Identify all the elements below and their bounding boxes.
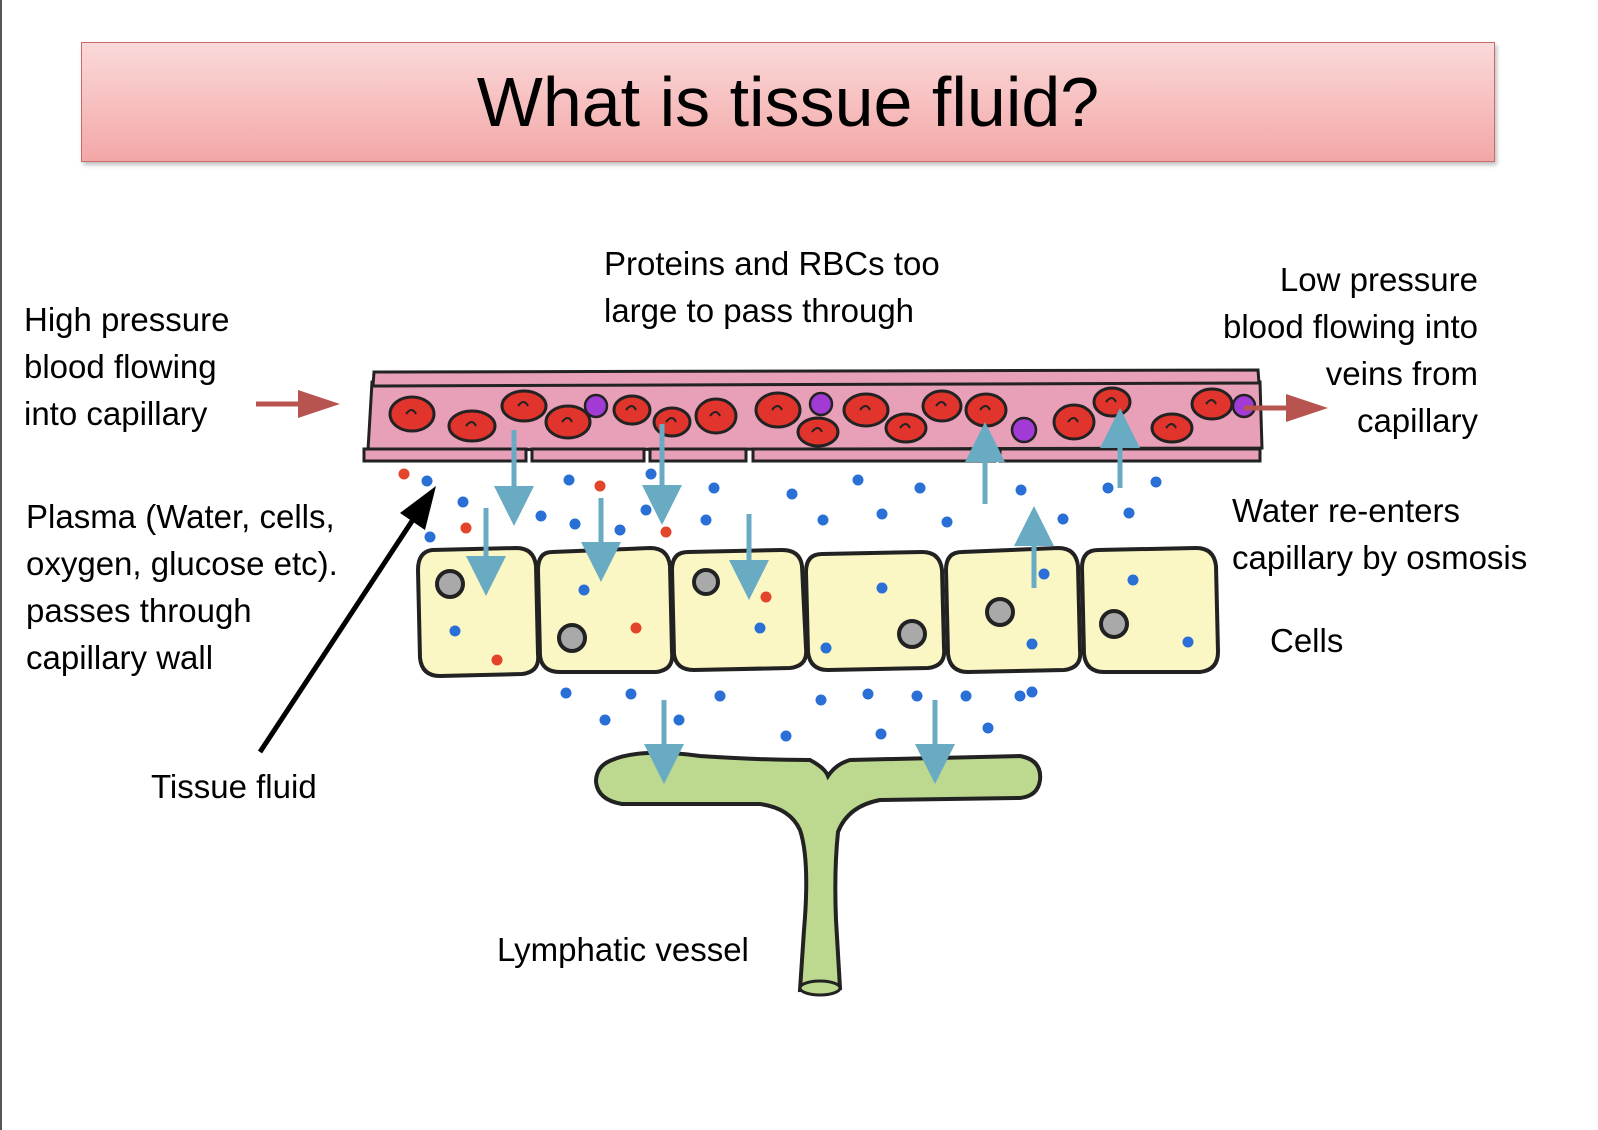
red-blood-cells xyxy=(388,386,1234,448)
label-plasma: Plasma (Water, cells, oxygen, glucose et… xyxy=(26,498,338,676)
capillary-bottom-wall xyxy=(362,447,1262,463)
tissue-fluid-pointer-arrow xyxy=(257,486,436,754)
label-proteins-rbcs: Proteins and RBCs too large to pass thro… xyxy=(604,245,940,329)
lymphatic-vessel xyxy=(593,750,1043,993)
lymphatic-vessel-opening xyxy=(798,979,842,997)
capillary-top-wall xyxy=(371,368,1261,388)
white-blood-cells xyxy=(583,391,1257,444)
cell-nuclei xyxy=(435,568,1129,653)
blue-arrows-up xyxy=(965,408,1140,588)
left-border-line xyxy=(0,0,2,1130)
page-title: What is tissue fluid? xyxy=(476,63,1100,141)
blood-flow-arrow-out xyxy=(1244,394,1328,422)
blood-flow-arrow-in xyxy=(256,390,340,418)
tissue-cells xyxy=(415,545,1221,679)
label-lymphatic-vessel: Lymphatic vessel xyxy=(497,931,749,968)
label-high-pressure: High pressure blood flowing into capilla… xyxy=(24,301,230,432)
water-molecules xyxy=(421,468,1194,742)
red-blood-cell-dimples xyxy=(405,397,1217,433)
blue-arrows-down xyxy=(466,424,955,784)
label-water-reenters: Water re-enters capillary by osmosis xyxy=(1232,492,1528,576)
capillary xyxy=(362,368,1264,463)
label-low-pressure: Low pressure blood flowing into veins fr… xyxy=(1222,261,1478,439)
title-banner: What is tissue fluid? xyxy=(81,42,1495,162)
label-tissue-fluid: Tissue fluid xyxy=(151,768,317,805)
label-cells: Cells xyxy=(1270,622,1344,659)
